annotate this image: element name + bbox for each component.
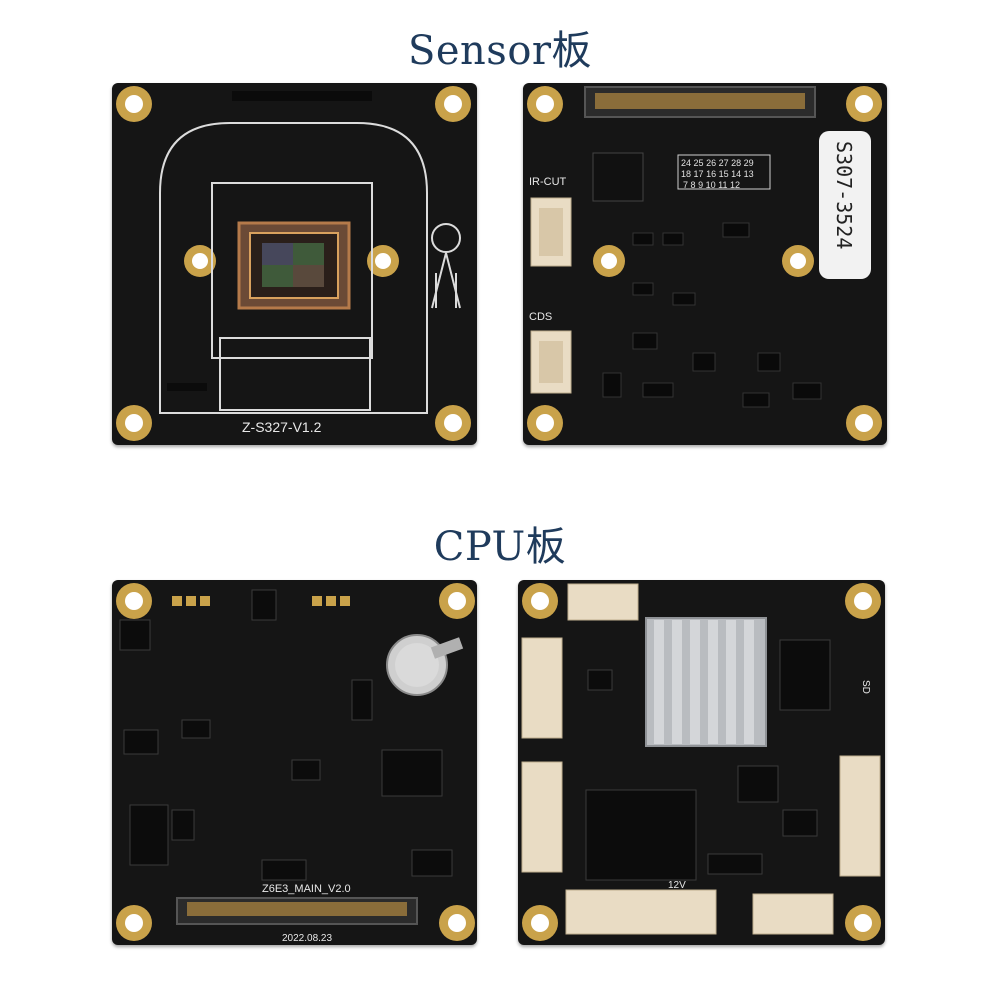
white-connectors [521,583,881,935]
ircut-label: IR-CUT [529,176,567,188]
cpu-board-front-photo: Z6E3_MAIN_V2.0 2022.08.23 [112,580,477,945]
ic-chip [592,152,644,202]
image-sensor-chip [237,221,351,310]
fpc-connector [584,86,816,118]
coin-battery [386,634,464,696]
sensor-board-heading: Sensor板 [407,28,593,74]
sticker-text: S307-3524 [832,141,856,249]
cds-connector [530,330,572,394]
mounting-holes [522,583,881,941]
pin-row-1: 24 25 26 27 28 29 [681,158,754,168]
cpu-front-art: Z6E3_MAIN_V2.0 2022.08.23 [116,583,475,944]
mounting-holes [116,583,475,941]
sensor-front-art: Z-S327-V1.2 [116,86,471,441]
pin-row-3: 7 8 9 10 11 12 [683,180,740,190]
ircut-connector [530,197,572,267]
cds-label: CDS [529,311,552,323]
cpu-back-art: 12V SD [521,583,881,941]
pin-grid: 24 25 26 27 28 29 18 17 16 15 14 13 7 8 … [677,154,771,190]
heatsink [645,617,767,747]
fpc-connector [176,897,418,925]
mounting-holes [527,86,882,441]
sensor-back-art: S307-3524 24 25 26 27 28 29 18 17 16 15 … [527,86,882,441]
sd-label: SD [860,680,871,694]
sensor-model-label: Z-S327-V1.2 [242,419,322,435]
cpu-board-heading: CPU板 [433,524,567,570]
cpu-date-label: 2022.08.23 [282,933,332,944]
smd-components [602,222,822,408]
smd-components [119,589,453,881]
gold-pads [172,596,350,606]
smd-components [585,639,831,881]
sensor-board-back-photo: S307-3524 24 25 26 27 28 29 18 17 16 15 … [523,83,887,445]
mounting-holes [116,86,471,441]
cpu-board-back-photo: 12V SD [518,580,885,945]
pin-row-2: 18 17 16 15 14 13 [681,169,754,179]
cpu-model-label: Z6E3_MAIN_V2.0 [262,883,351,895]
model-sticker: S307-3524 [819,131,871,279]
pcb-traces [167,91,372,391]
silkscreen-outline [159,122,461,414]
voltage-label: 12V [668,880,686,891]
sensor-board-front-photo: Z-S327-V1.2 [112,83,477,445]
